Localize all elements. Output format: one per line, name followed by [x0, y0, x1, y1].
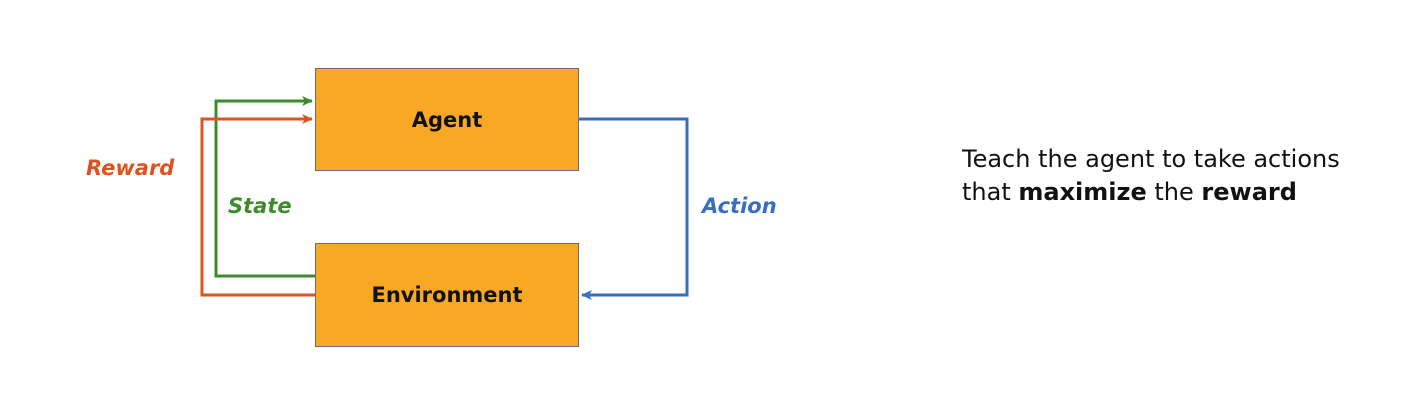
state-arrow: [214, 96, 315, 278]
caption-part2: the: [1146, 178, 1202, 206]
caption-text: Teach the agent to take actions that max…: [962, 143, 1362, 209]
caption-emphasis-maximize: maximize: [1018, 178, 1147, 206]
action-label: Action: [702, 194, 777, 218]
caption-part1: Teach the agent to take actions that: [962, 145, 1340, 206]
caption-emphasis-reward: reward: [1201, 178, 1297, 206]
environment-label: Environment: [371, 283, 523, 307]
action-arrow: [579, 117, 689, 300]
state-label: State: [228, 194, 292, 218]
environment-box: Environment: [315, 243, 579, 347]
agent-box: Agent: [315, 68, 579, 171]
reward-label: Reward: [86, 156, 175, 180]
agent-label: Agent: [411, 107, 483, 132]
reward-arrow: [200, 114, 315, 297]
